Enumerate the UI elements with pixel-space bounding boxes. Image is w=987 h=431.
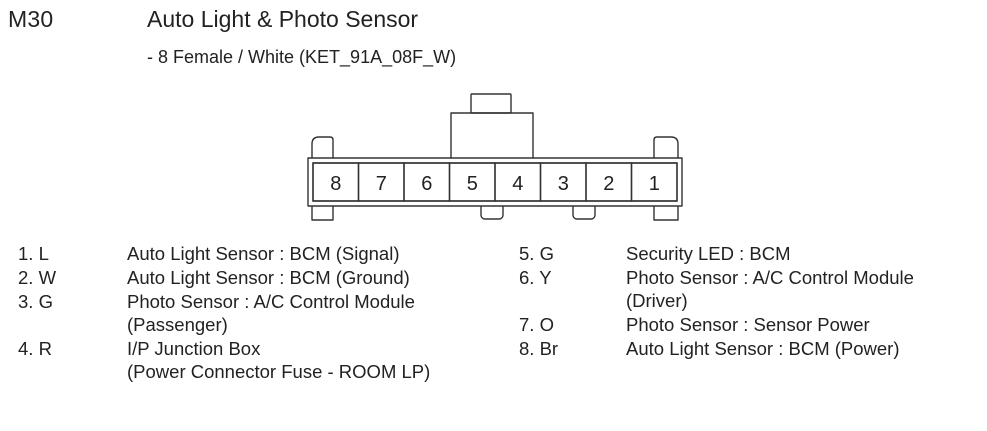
cavity-number-5: 5	[467, 173, 478, 195]
pin-description-cont: (Power Connector Fuse - ROOM LP)	[127, 361, 431, 382]
pin-id: 5. G	[519, 243, 554, 264]
right-clip	[653, 136, 679, 221]
pin-description: Auto Light Sensor : BCM (Power)	[626, 338, 900, 359]
pin-description: Photo Sensor : A/C Control Module	[127, 291, 415, 312]
pin-description: Photo Sensor : Sensor Power	[626, 314, 870, 335]
pin-id: 8. Br	[519, 338, 559, 359]
left-clip	[311, 136, 334, 221]
pin-description: Security LED : BCM	[626, 243, 791, 264]
pin-description-cont: (Passenger)	[127, 314, 228, 335]
cavity-number-3: 3	[558, 173, 569, 195]
connector-title: Auto Light & Photo Sensor	[147, 6, 419, 32]
cavity-number-4: 4	[512, 173, 523, 195]
cavity-number-7: 7	[376, 173, 387, 195]
cavity-number-8: 8	[330, 173, 341, 195]
cavity-group: 8 7 6 5 4 3 2 1	[312, 162, 678, 202]
pin-id: 7. O	[519, 314, 554, 335]
pin-description: Auto Light Sensor : BCM (Signal)	[127, 243, 400, 264]
pin-description: Auto Light Sensor : BCM (Ground)	[127, 267, 410, 288]
pin-id: 4. R	[18, 338, 52, 359]
pin-description-cont: (Driver)	[626, 290, 688, 311]
pin-id: 6. Y	[519, 267, 552, 288]
pin-description: I/P Junction Box	[127, 338, 261, 359]
pin-id: 3. G	[18, 291, 53, 312]
connector-subtitle: - 8 Female / White (KET_91A_08F_W)	[147, 47, 457, 67]
cavity-number-6: 6	[421, 173, 432, 195]
cavity-number-2: 2	[603, 173, 614, 195]
pin-id: 2. W	[18, 267, 57, 288]
cavity-number-1: 1	[649, 173, 660, 195]
pin-id: 1. L	[18, 243, 49, 264]
connector-code: M30	[8, 6, 54, 32]
cavity-1	[630, 162, 678, 202]
pin-description: Photo Sensor : A/C Control Module	[626, 267, 914, 288]
